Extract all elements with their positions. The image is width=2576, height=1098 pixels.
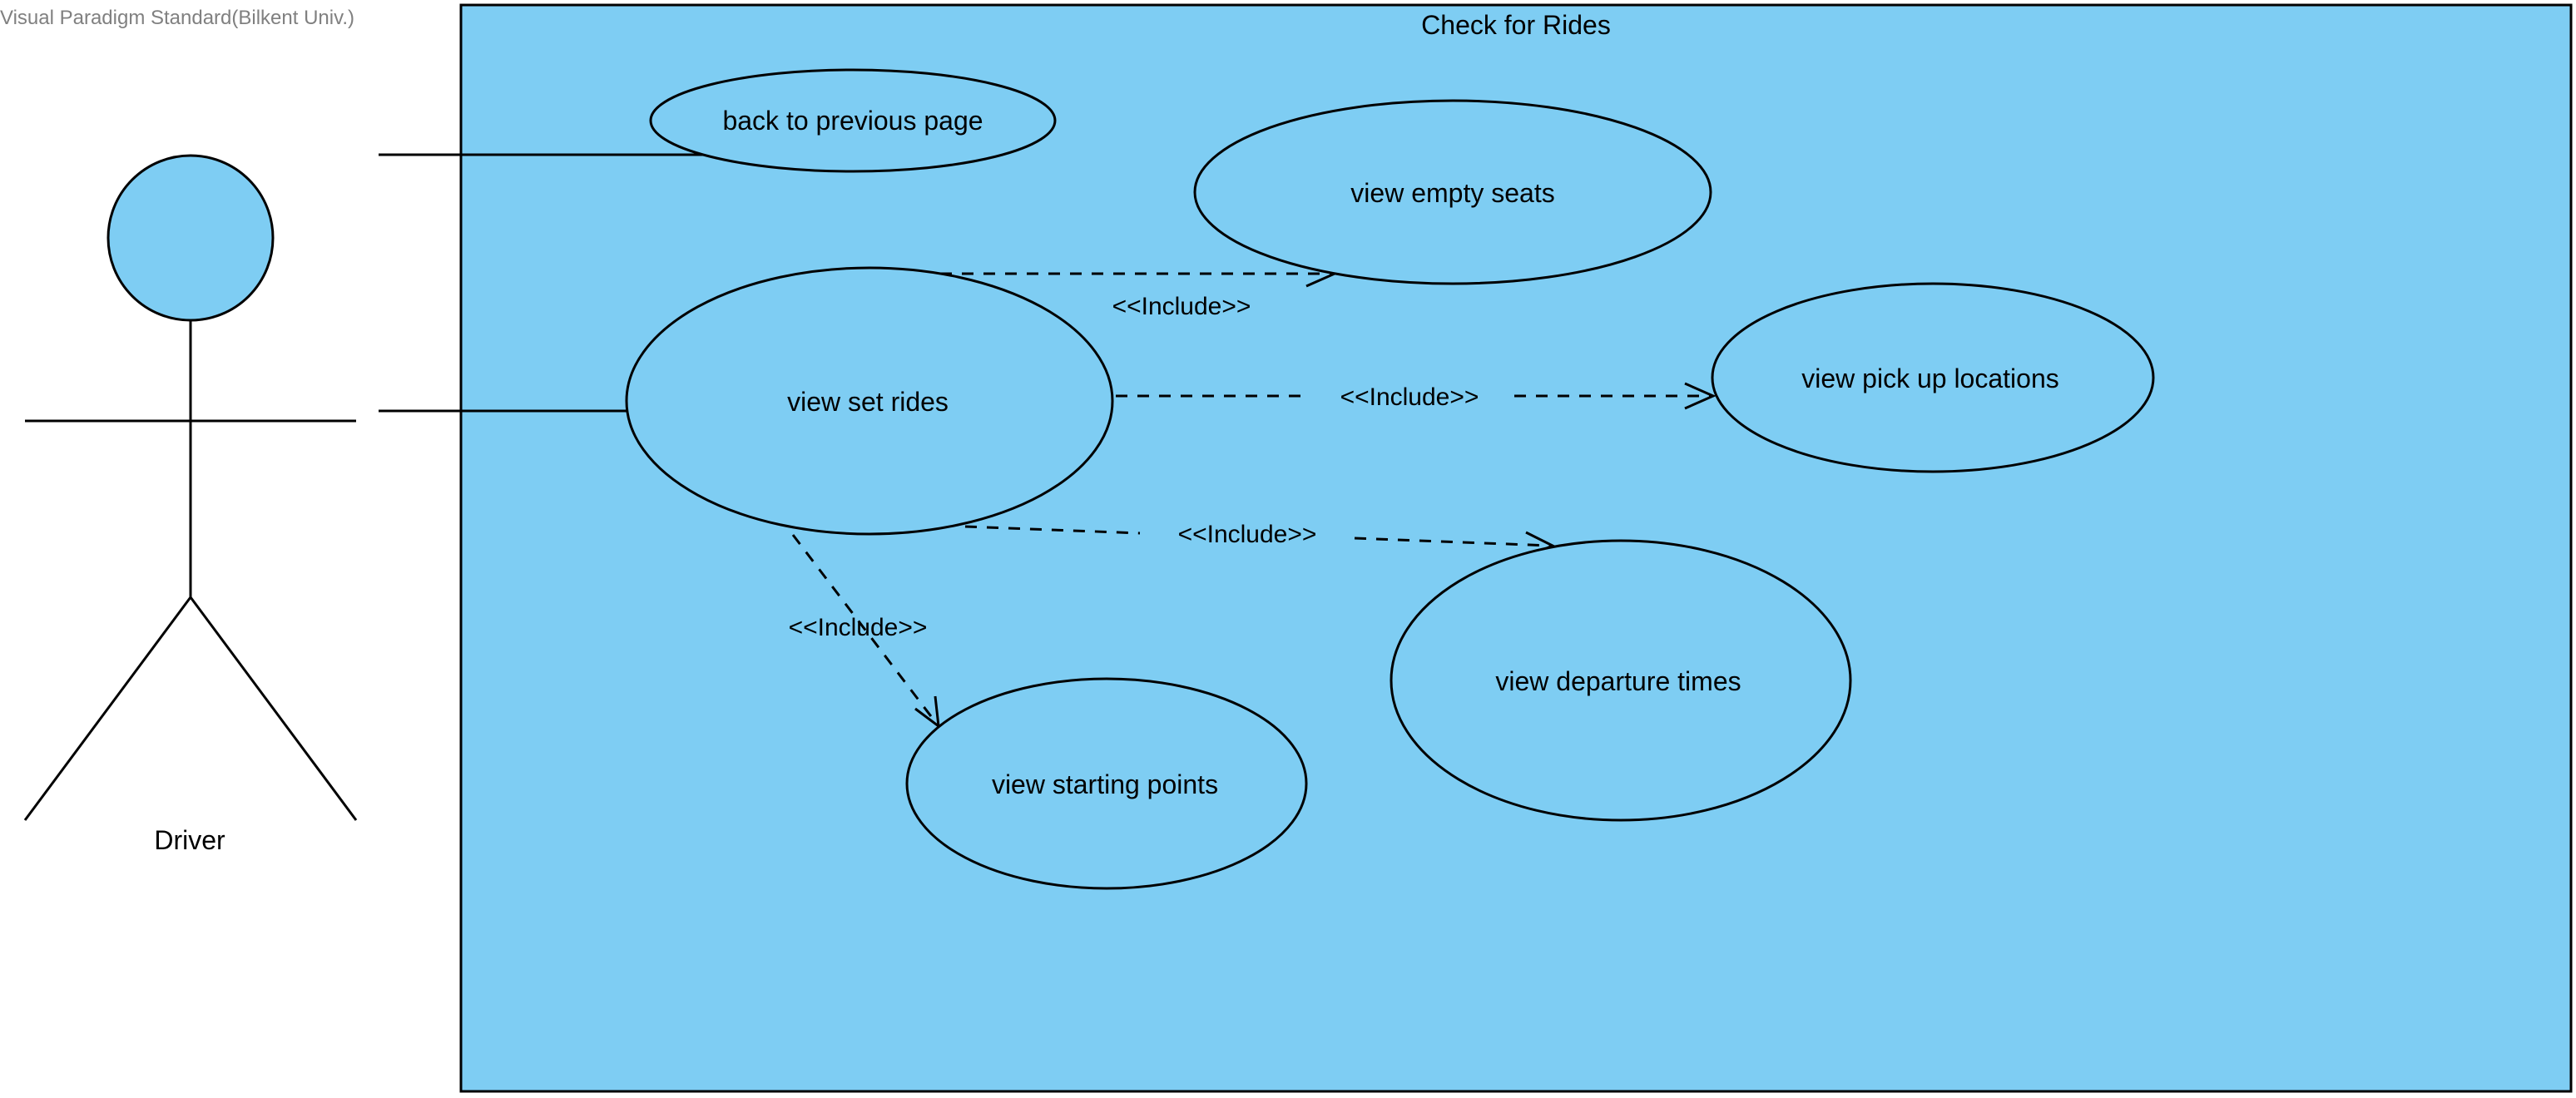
use-case-view-pick-up-locations[interactable]: view pick up locations: [1711, 282, 2155, 473]
actor-left-leg: [23, 596, 192, 821]
actor-head: [107, 154, 275, 322]
use-case-ellipse: [625, 266, 1114, 536]
use-case-label: view pick up locations: [1801, 364, 2058, 393]
use-case-ellipse: [905, 677, 1308, 890]
include-line: [791, 534, 940, 727]
use-case-label: view starting points: [992, 769, 1218, 799]
use-case-label: back to previous page: [722, 106, 983, 136]
use-case-ellipse: [1193, 99, 1712, 285]
include-line: [964, 525, 1141, 535]
include-pickup[interactable]: <<Include>>: [1116, 382, 1717, 411]
use-case-label: view empty seats: [1350, 178, 1554, 208]
include-label: <<Include>>: [789, 614, 928, 641]
include-departure[interactable]: <<Include>>: [964, 521, 1556, 559]
use-case-label: view set rides: [787, 387, 949, 417]
use-case-view-empty-seats[interactable]: view empty seats: [1193, 99, 1712, 285]
arrow-head-icon: [1684, 382, 1717, 410]
include-empty-seats[interactable]: <<Include>>: [940, 260, 1338, 320]
use-case-ellipse: [649, 68, 1057, 173]
use-case-label: view departure times: [1495, 666, 1741, 696]
actor-name: Driver: [154, 825, 225, 855]
include-label: <<Include>>: [1340, 383, 1479, 411]
include-label: <<Include>>: [1178, 521, 1317, 548]
use-case-view-departure-times[interactable]: view departure times: [1390, 539, 1852, 822]
use-case-view-starting-points[interactable]: view starting points: [905, 677, 1308, 890]
include-line: [1354, 537, 1552, 547]
use-case-back-to-previous-page[interactable]: back to previous page: [649, 68, 1057, 173]
include-label: <<Include>>: [1112, 293, 1251, 320]
actor-right-leg: [189, 596, 358, 821]
watermark-text: Visual Paradigm Standard(Bilkent Univ.): [0, 7, 354, 29]
use-case-view-set-rides[interactable]: view set rides: [625, 266, 1114, 536]
use-case-ellipse: [1390, 539, 1852, 822]
system-title: Check for Rides: [1421, 10, 1611, 40]
use-case-ellipse: [1711, 282, 2155, 473]
actor-driver[interactable]: Driver: [23, 154, 358, 855]
